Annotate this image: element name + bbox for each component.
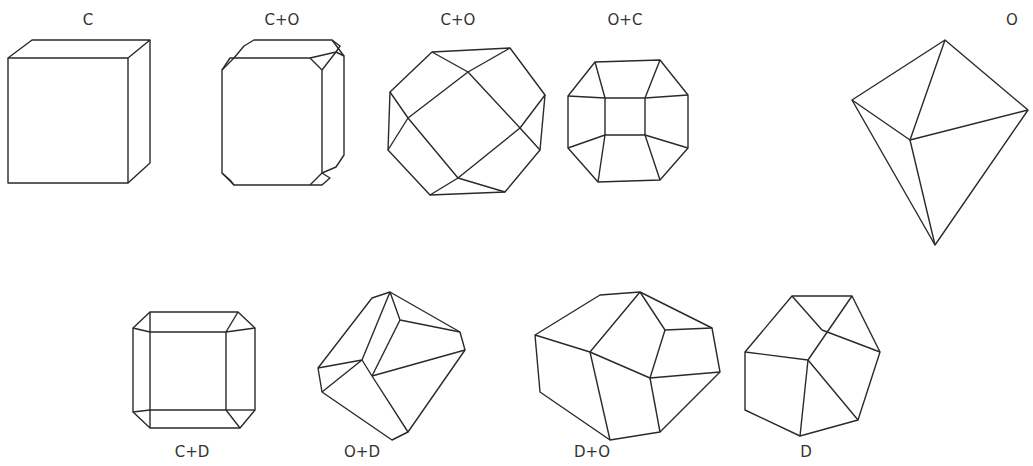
form-label: O+C	[608, 13, 643, 28]
dodecahedron-octahedron-form	[535, 292, 720, 440]
cube-octahedron-form	[222, 40, 344, 185]
form-label: C+O	[441, 13, 476, 28]
octahedron-form	[852, 40, 1028, 245]
form-label: C+O	[265, 13, 300, 28]
form-label: D+O	[574, 445, 610, 460]
octahedron-cube-form	[568, 60, 688, 182]
cube-form	[8, 40, 150, 183]
form-label: D	[800, 445, 812, 460]
rhombic-dodecahedron-form	[745, 296, 880, 436]
form-label: O	[1006, 13, 1018, 28]
form-label: C+D	[175, 445, 210, 460]
form-label: O+D	[344, 445, 380, 460]
octahedron-dodecahedron-form	[318, 292, 465, 440]
cube-octahedron-form	[388, 48, 545, 195]
form-label: C	[83, 13, 93, 28]
cube-dodecahedron-form	[133, 312, 255, 428]
